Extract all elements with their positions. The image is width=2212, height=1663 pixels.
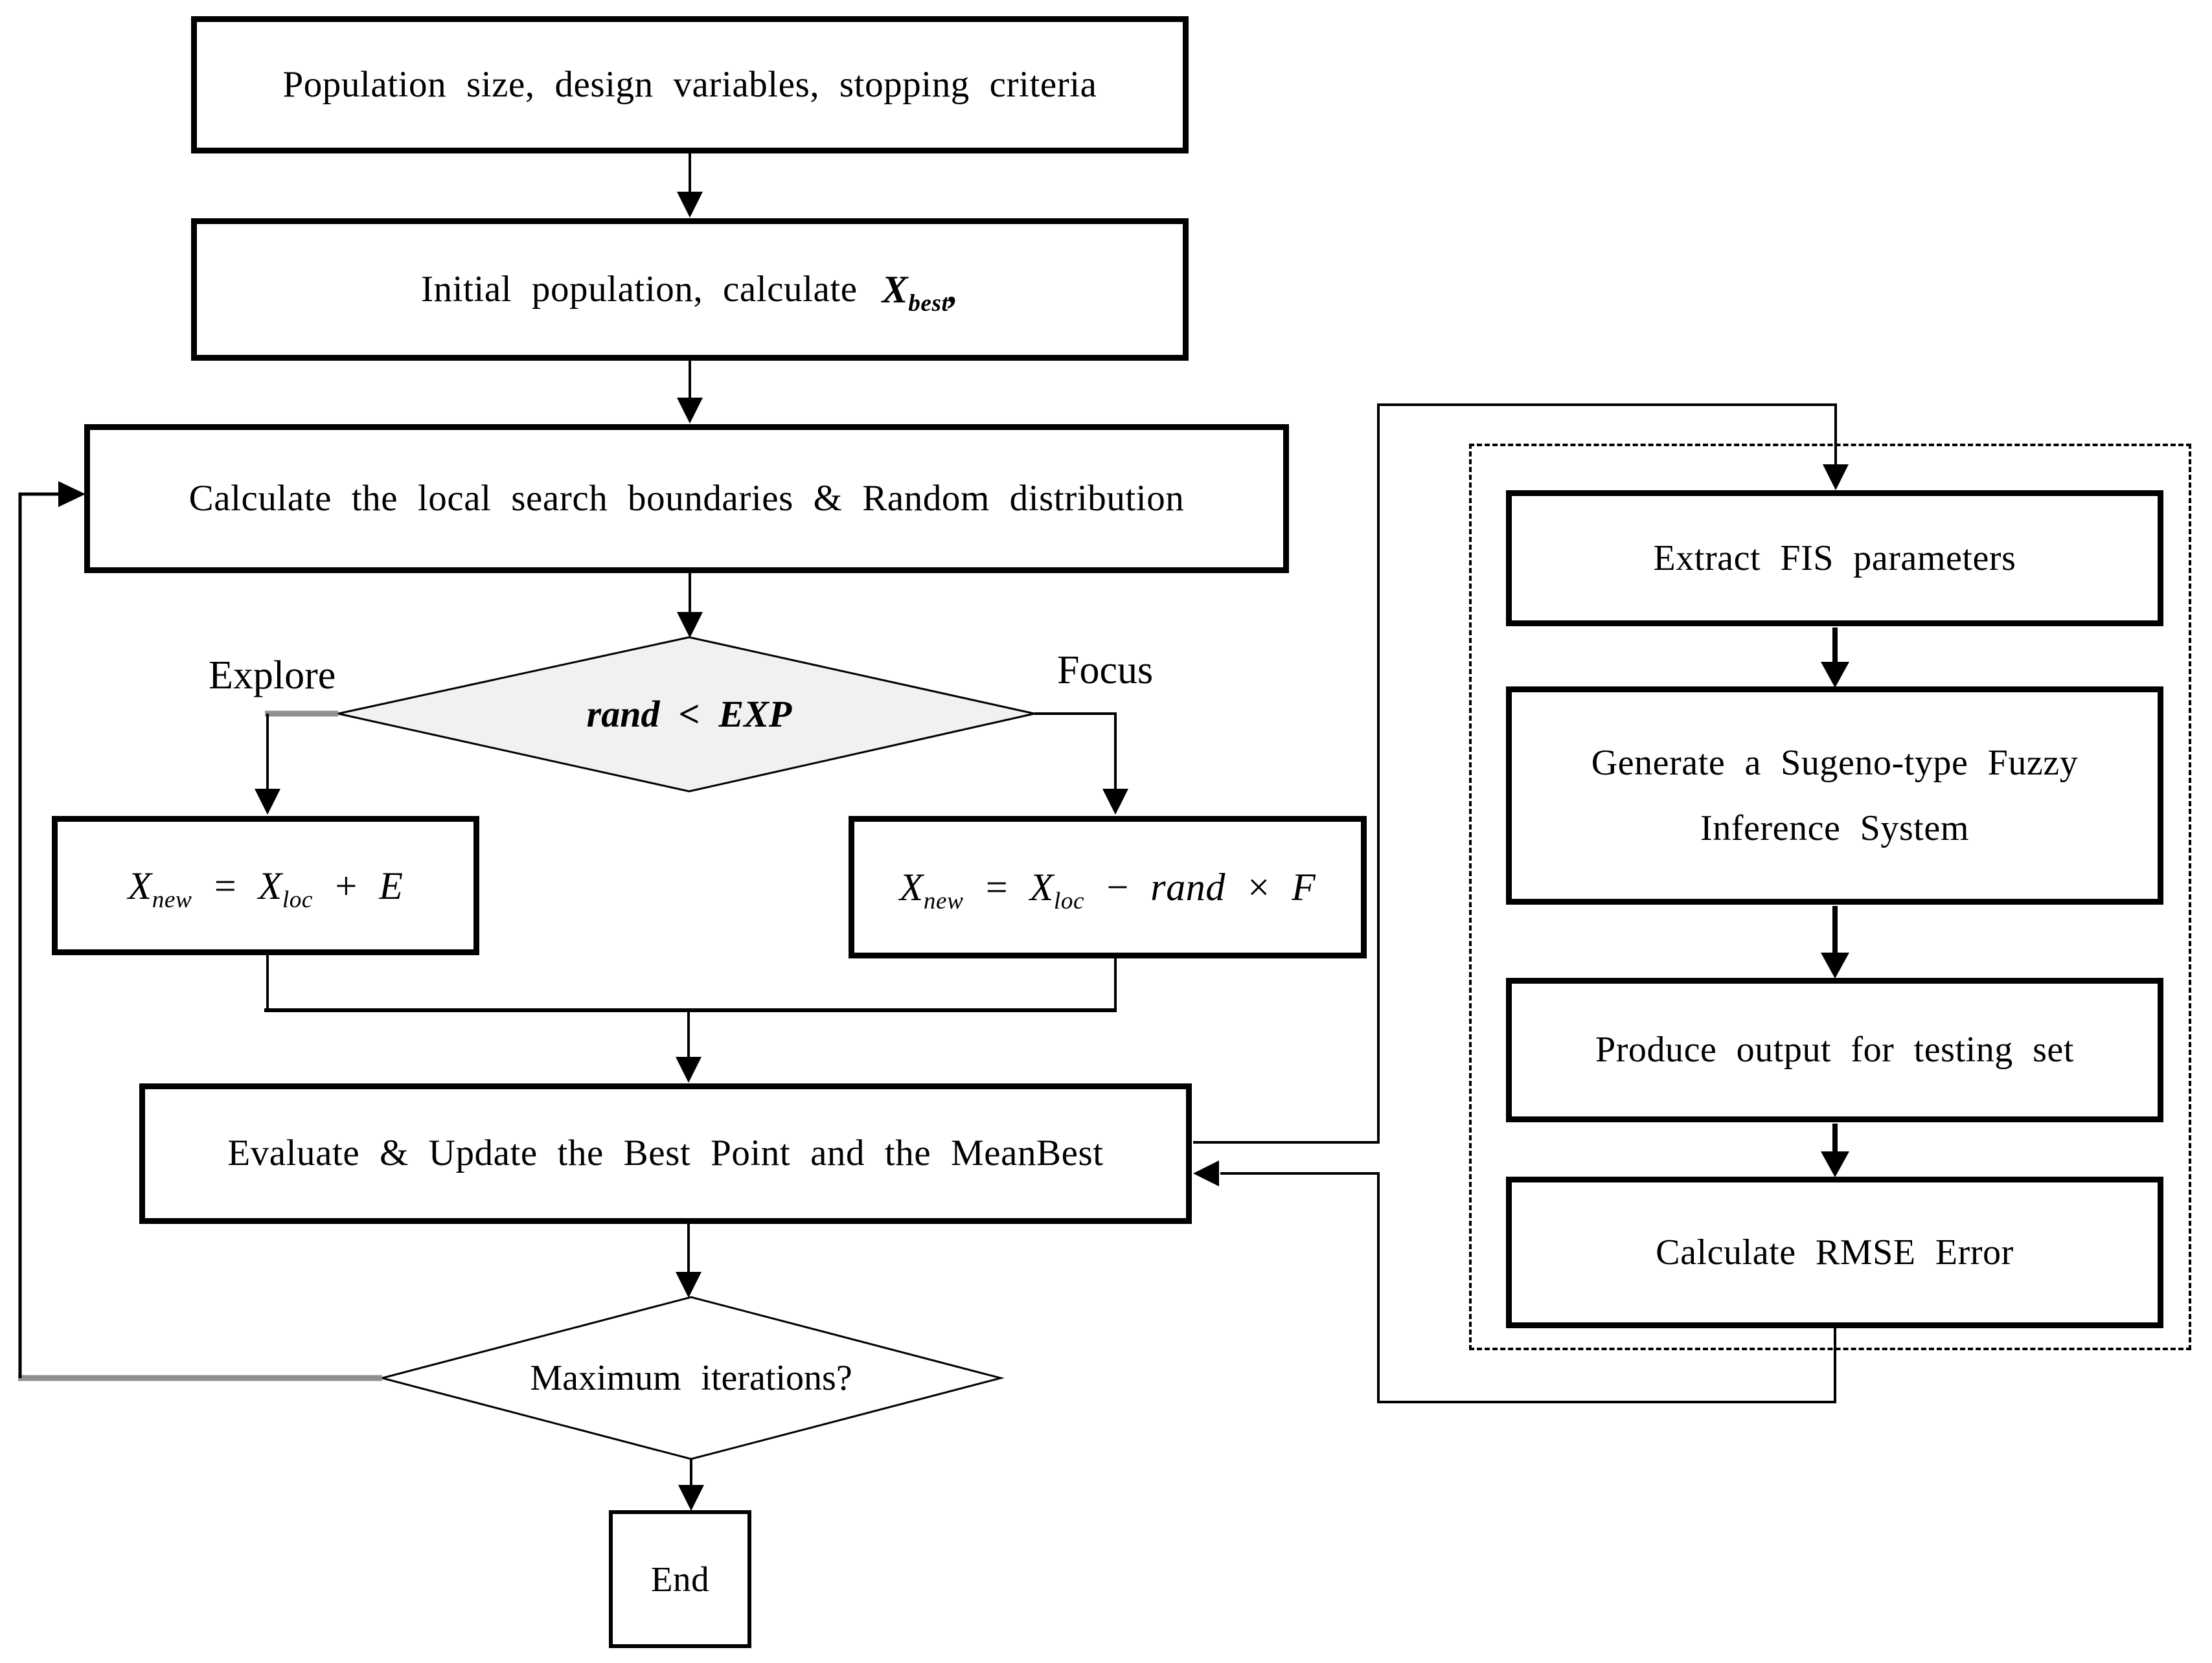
fitness-evaluation-panel — [1469, 444, 2191, 1350]
produce-output-box: Produce output for testing set — [1506, 978, 2163, 1122]
generate-fis-box: Generate a Sugeno-type Fuzzy Inference S… — [1506, 686, 2163, 905]
focus-branch-connector — [1034, 712, 1128, 815]
explore-update-box: Xnew = Xloc + E — [52, 816, 479, 955]
arrow-population-to-initial — [677, 153, 703, 218]
x-best-formula: Xbest, — [882, 268, 959, 317]
population-inputs-label: Population size, design variables, stopp… — [282, 63, 1097, 105]
arrow-extract-to-generate — [1821, 628, 1849, 688]
focus-update-formula: Xnew = Xloc − rand × F — [899, 866, 1316, 914]
calculate-rmse-box: Calculate RMSE Error — [1506, 1177, 2163, 1328]
extract-fis-label: Extract FIS parameters — [1653, 537, 2016, 578]
max-iterations-text: Maximum iterations? — [530, 1358, 852, 1398]
exp-decision-text: rand < EXP — [586, 692, 792, 735]
explore-branch-label: Explore — [209, 653, 336, 697]
extract-fis-box: Extract FIS parameters — [1506, 490, 2163, 626]
produce-output-label: Produce output for testing set — [1595, 1030, 2074, 1070]
explore-update-formula: Xnew = Xloc + E — [128, 864, 404, 913]
focus-update-box: Xnew = Xloc − rand × F — [849, 816, 1367, 958]
focus-branch-label: Focus — [1057, 648, 1154, 692]
population-inputs-box: Population size, design variables, stopp… — [191, 16, 1189, 153]
merge-connector — [264, 955, 1117, 1083]
arrow-initial-to-localsearch — [677, 361, 703, 424]
generate-fis-label: Generate a Sugeno-type Fuzzy Inference S… — [1591, 742, 2079, 848]
feedback-loop-connector — [18, 481, 382, 1381]
explore-branch-connector — [255, 710, 338, 815]
max-iterations-diamond — [378, 1296, 1005, 1460]
arrow-generate-to-produce — [1821, 906, 1849, 979]
evaluate-update-label: Evaluate & Update the Best Point and the… — [227, 1133, 1104, 1174]
initial-population-box: Initial population, calculate Xbest, — [191, 218, 1189, 361]
arrow-maxiter-to-end — [678, 1459, 704, 1511]
initial-population-label: Initial population, calculate — [420, 268, 858, 310]
fitness-return-connector — [1193, 1160, 1836, 1403]
local-search-label: Calculate the local search boundaries & … — [188, 477, 1185, 519]
end-label: End — [650, 1559, 710, 1599]
fitness-call-connector — [1193, 403, 1849, 1144]
arrow-localsearch-to-decision — [677, 573, 703, 638]
calculate-rmse-label: Calculate RMSE Error — [1656, 1232, 2014, 1273]
end-box: End — [609, 1510, 751, 1648]
local-search-box: Calculate the local search boundaries & … — [84, 424, 1289, 573]
evaluate-update-box: Evaluate & Update the Best Point and the… — [139, 1083, 1192, 1224]
arrow-evaluate-to-maxiter — [676, 1224, 701, 1298]
arrow-produce-to-rmse — [1821, 1124, 1849, 1177]
